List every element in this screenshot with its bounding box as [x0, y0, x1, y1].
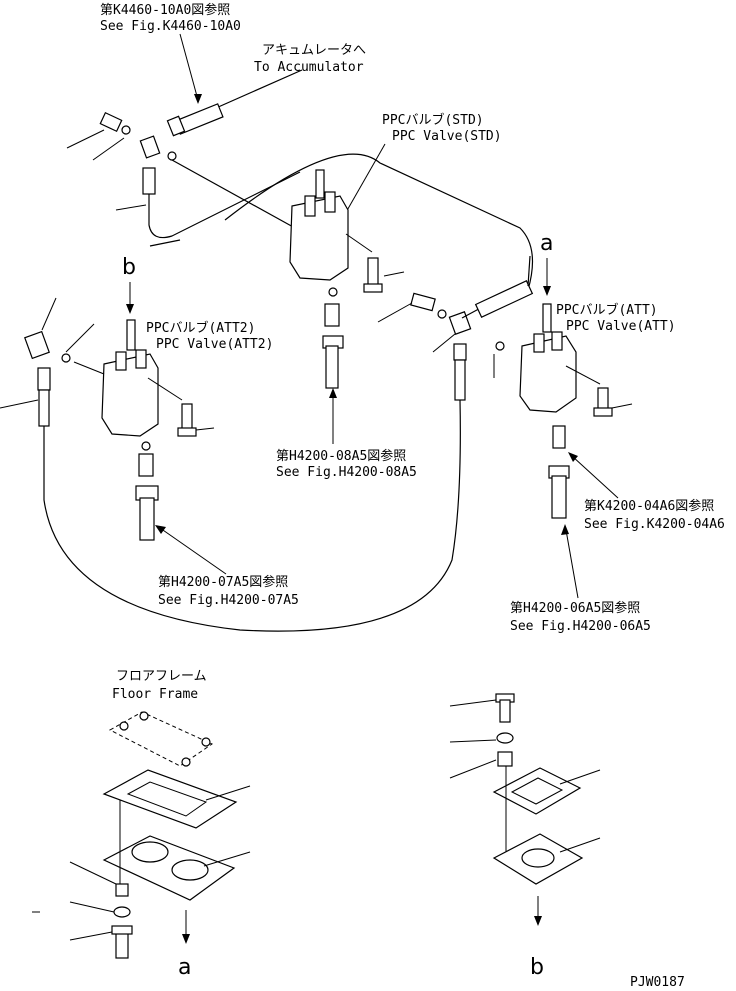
ref-h4200-07-en: See Fig.H4200-07A5: [158, 593, 299, 608]
ref-h4200-06-en: See Fig.H4200-06A5: [510, 619, 651, 634]
floor-mount-assembly: b: [449, 693, 601, 980]
ppc-std-jp: PPCバルブ(STD): [382, 112, 484, 128]
hose-loop-lower: [43, 399, 461, 632]
ppc-valve-std: PPCバルブ(STD) PPC Valve(STD): [289, 112, 502, 389]
accumulator-jp: アキュムレータへ: [262, 43, 366, 58]
ref-k4460-callout: 第K4460-10A0図参照 See Fig.K4460-10A0: [100, 2, 241, 104]
ref-h4200-08-jp: 第H4200-08A5図参照: [276, 448, 406, 464]
ppc-att2-en: PPC Valve(ATT2): [156, 337, 273, 352]
ref-h4200-06-callout: 第H4200-06A5図参照 See Fig.H4200-06A5: [510, 524, 651, 634]
floor-frame-assembly: [32, 711, 251, 959]
marker-b-upper: b: [122, 255, 136, 314]
ref-k4460-jp: 第K4460-10A0図参照: [100, 2, 230, 18]
ref-h4200-06-jp: 第H4200-06A5図参照: [510, 600, 640, 616]
ppc-valve-att2: PPCバルブ(ATT2) PPC Valve(ATT2): [0, 297, 273, 541]
ref-k4200-04-callout: 第K4200-04A6図参照 See Fig.K4200-04A6: [568, 452, 725, 532]
ppc-att-jp: PPCバルブ(ATT): [556, 302, 658, 318]
accumulator-en: To Accumulator: [254, 60, 364, 75]
ref-k4460-en: See Fig.K4460-10A0: [100, 19, 241, 34]
accumulator-hose: [166, 69, 303, 137]
ref-h4200-08-callout: 第H4200-08A5図参照 See Fig.H4200-08A5: [276, 388, 417, 480]
hose-routing-top: [148, 153, 534, 291]
marker-a-upper-text: a: [540, 231, 553, 256]
floor-frame-callout: フロアフレーム Floor Frame: [112, 669, 207, 702]
fitting-group-top-left: [66, 111, 177, 211]
marker-b-upper-text: b: [122, 255, 136, 280]
ppc-att2-jp: PPCバルブ(ATT2): [146, 320, 255, 336]
ref-k4200-04-en: See Fig.K4200-04A6: [584, 517, 725, 532]
drawing-code: PJW0187: [630, 975, 685, 990]
accumulator-callout: アキュムレータへ To Accumulator: [254, 43, 366, 75]
marker-a-lower-text: a: [178, 955, 191, 980]
ref-k4200-04-jp: 第K4200-04A6図参照: [584, 498, 714, 514]
ref-h4200-07-callout: 第H4200-07A5図参照 See Fig.H4200-07A5: [155, 525, 299, 608]
marker-a-upper: a: [540, 231, 553, 296]
ppc-att-en: PPC Valve(ATT): [566, 319, 676, 334]
marker-a-lower: a: [178, 910, 191, 980]
ref-h4200-08-en: See Fig.H4200-08A5: [276, 465, 417, 480]
ppc-std-en: PPC Valve(STD): [392, 129, 502, 144]
floor-frame-jp: フロアフレーム: [116, 669, 207, 684]
middle-hose-fittings: [377, 255, 534, 401]
ppc-valve-att: PPCバルブ(ATT) PPC Valve(ATT): [493, 302, 676, 519]
ref-h4200-07-jp: 第H4200-07A5図参照: [158, 574, 288, 590]
floor-frame-en: Floor Frame: [112, 687, 198, 702]
marker-b-lower-text: b: [530, 955, 544, 980]
